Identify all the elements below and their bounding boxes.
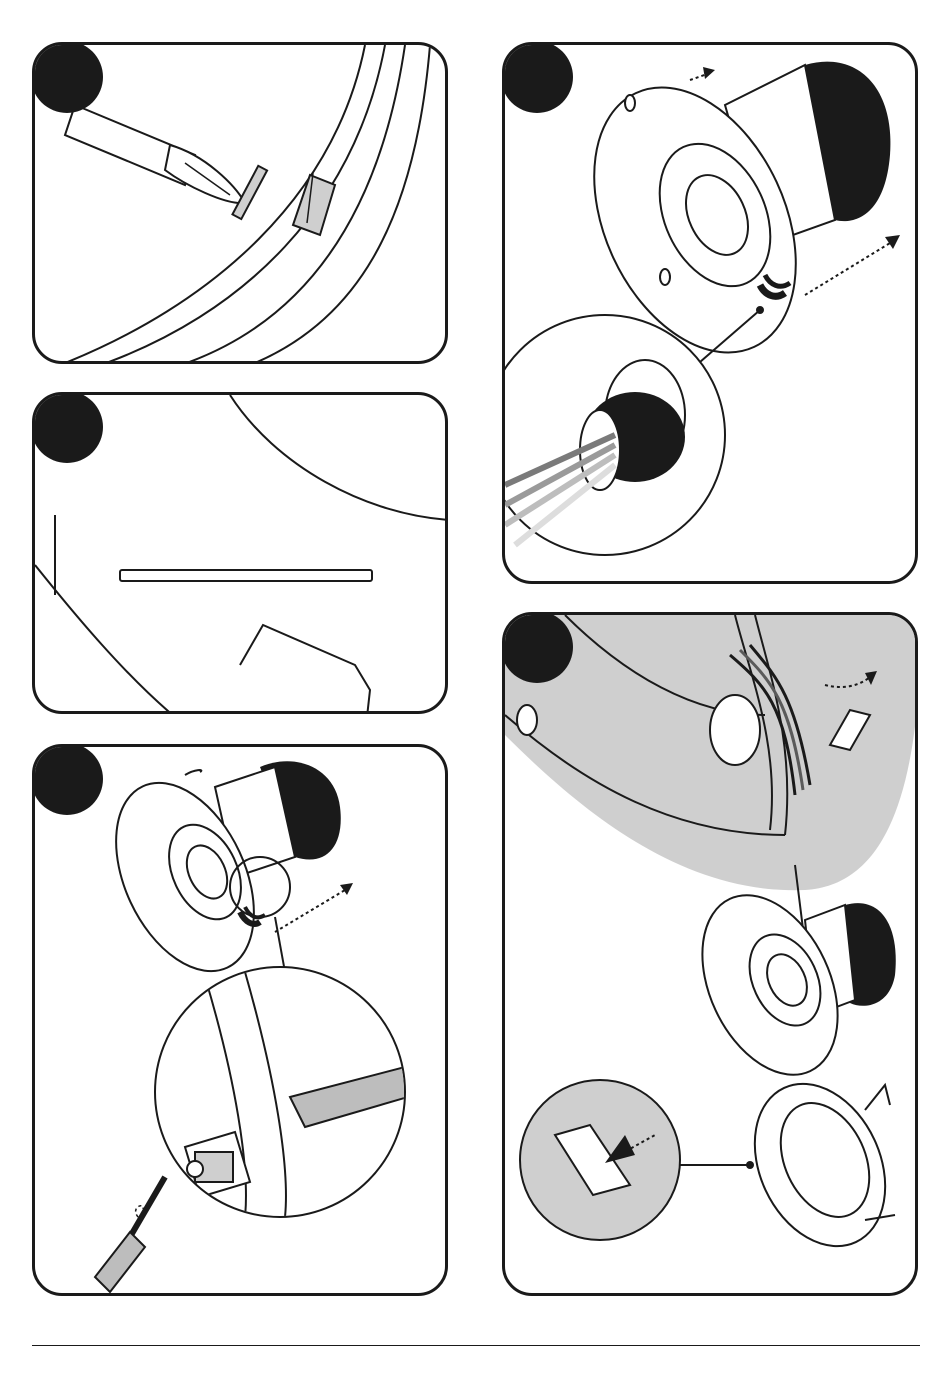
panel-4 [502,42,918,584]
step-badge-1 [32,42,103,113]
ring-slot [120,570,372,581]
panel-5-illustration [505,615,918,1296]
panel-5 [502,612,918,1296]
step-badge-3 [32,744,103,815]
pull-arrow-icon [805,240,895,295]
step-badge-2 [32,392,103,463]
rotate-arrow-icon [185,770,201,775]
trim-ring [730,1063,911,1268]
step-badge-5 [502,612,573,683]
speaker-assembly [675,874,895,1097]
panel-4-illustration [505,45,918,584]
pull-arrow-icon [275,887,350,932]
panel-3 [32,744,448,1296]
panel-3-illustration [35,747,448,1296]
phillips-screwdriver-icon [95,1177,165,1292]
step-badge-4 [502,42,573,113]
clip-icon [293,173,335,235]
speaker-assembly [88,761,340,993]
footer-rule [32,1345,920,1346]
panel-1 [32,42,448,364]
panel-2 [32,392,448,714]
flat-screwdriver-icon [65,105,245,203]
